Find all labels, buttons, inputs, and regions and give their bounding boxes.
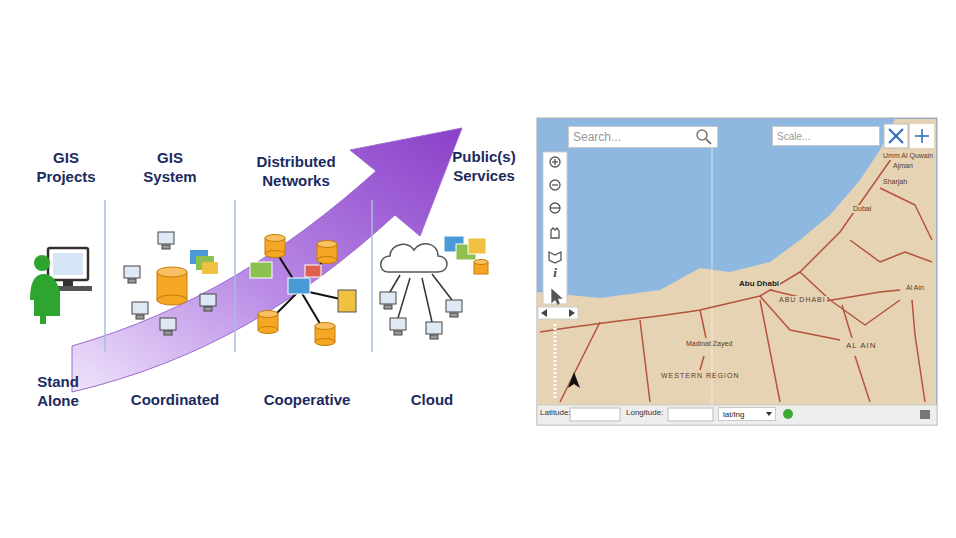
stage-mode: Cooperative <box>247 390 367 409</box>
divider <box>104 200 106 352</box>
place-name: Madinat Zayed <box>685 340 733 348</box>
divider <box>234 200 236 352</box>
search-box: Search... <box>568 126 718 148</box>
region-name: AL AIN <box>845 342 878 351</box>
box-text: Scale... <box>777 131 810 142</box>
scale-box: Scale... <box>772 126 880 146</box>
stage-heading: GIS System <box>135 148 205 186</box>
stage-heading: Distributed Networks <box>241 152 351 190</box>
place-name: Abu Dhabi <box>738 280 780 289</box>
cloud-icon <box>380 236 488 339</box>
divider <box>371 200 373 352</box>
field-label: Longitude: <box>626 409 663 418</box>
place-name: Ajman <box>892 162 914 170</box>
stage-mode: Cloud <box>392 390 472 409</box>
projection-select: lat/lng <box>718 407 776 421</box>
stage-heading: Public(s) Services <box>434 147 534 185</box>
growth-arrow <box>72 128 462 392</box>
box-text: lat/lng <box>723 410 744 419</box>
map-view <box>537 118 937 425</box>
info-tool: i <box>549 264 561 281</box>
region-name: WESTERN REGION <box>660 372 741 380</box>
user-icon <box>30 248 92 324</box>
place-name: Sharjah <box>882 178 908 186</box>
region-name: ABU DHABI <box>778 296 827 304</box>
network-graph <box>250 235 356 346</box>
place-name: Al Ain <box>905 284 925 292</box>
stage-mode: Stand Alone <box>28 372 88 410</box>
database-hub <box>124 232 218 335</box>
stage-heading: GIS Projects <box>26 148 106 186</box>
box-text: Search... <box>573 130 621 144</box>
place-name: Umm Al Quwain <box>882 152 934 160</box>
field-label: Latitude: <box>540 409 571 418</box>
place-name: Dubai <box>852 205 872 213</box>
stage-mode: Coordinated <box>115 390 235 409</box>
